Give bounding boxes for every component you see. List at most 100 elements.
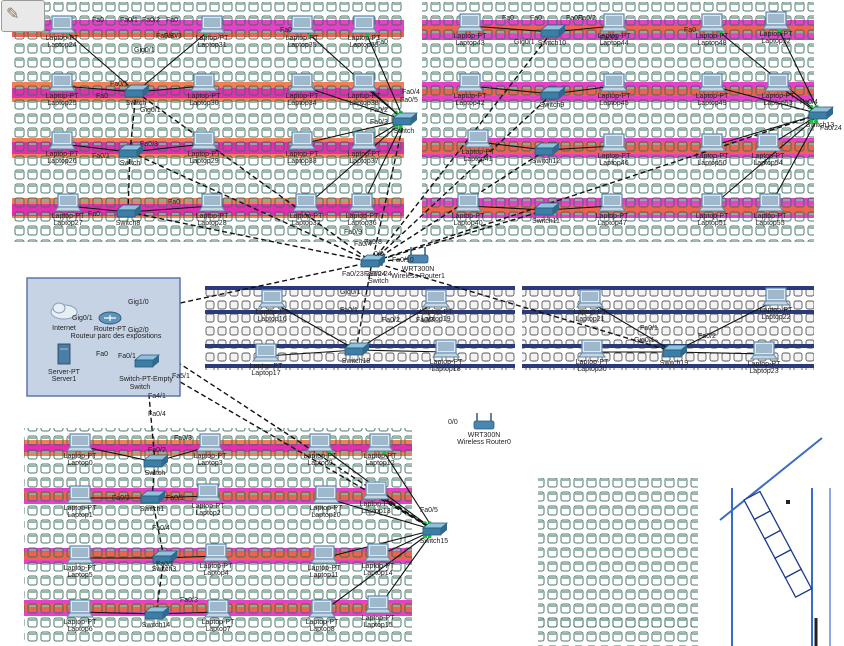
link-line — [61, 85, 137, 93]
port-label: Fa0 — [166, 17, 178, 24]
switch[interactable]: Switch3 — [152, 550, 179, 573]
cluster-switch[interactable] — [133, 354, 161, 368]
link-line — [301, 85, 405, 121]
switch[interactable]: Switch11 — [532, 202, 561, 225]
laptop-name: Laptop29 — [189, 158, 218, 165]
switch[interactable]: Switch — [391, 112, 419, 135]
laptop-display — [704, 76, 720, 85]
switch[interactable]: Switch8 — [116, 204, 143, 227]
laptop-display — [428, 292, 444, 301]
switch[interactable]: Switch18 — [342, 342, 371, 365]
switch[interactable]: Switch15 — [420, 522, 449, 545]
port-label: Fa0 — [92, 17, 104, 24]
link-line — [711, 113, 821, 207]
link-line — [265, 349, 357, 357]
switch[interactable]: Switch13 — [806, 106, 835, 129]
trunk-link — [127, 211, 373, 263]
laptop-type: Laptop-PT — [754, 213, 787, 220]
switch[interactable]: Switch — [117, 144, 145, 167]
switch[interactable]: Switch12 — [532, 142, 561, 165]
switch[interactable]: Switch14 — [142, 606, 171, 629]
switch-name: Switch11 — [532, 218, 560, 225]
core-switch[interactable] — [359, 254, 387, 268]
laptop-keyboard — [292, 206, 320, 212]
switch[interactable]: Switch — [123, 84, 151, 107]
laptop-keyboard — [310, 558, 338, 564]
switch[interactable]: Switch10 — [538, 24, 567, 47]
gear-icon[interactable]: ✎ — [1, 0, 45, 32]
switch[interactable]: Switch1 — [140, 490, 167, 513]
switch[interactable]: Switch9 — [540, 86, 567, 109]
marker-dot — [786, 500, 790, 504]
laptop-type: Laptop-PT — [286, 151, 319, 158]
laptop-name: Laptop4 — [203, 570, 228, 577]
laptop-type: Laptop-PT — [250, 363, 283, 370]
switch[interactable]: Switch19 — [660, 344, 689, 367]
internet-cloud[interactable]: Internet — [50, 302, 78, 332]
laptop-name: Laptop54 — [753, 160, 782, 167]
laptop-display — [462, 16, 478, 25]
switch[interactable]: Switch — [142, 454, 170, 477]
